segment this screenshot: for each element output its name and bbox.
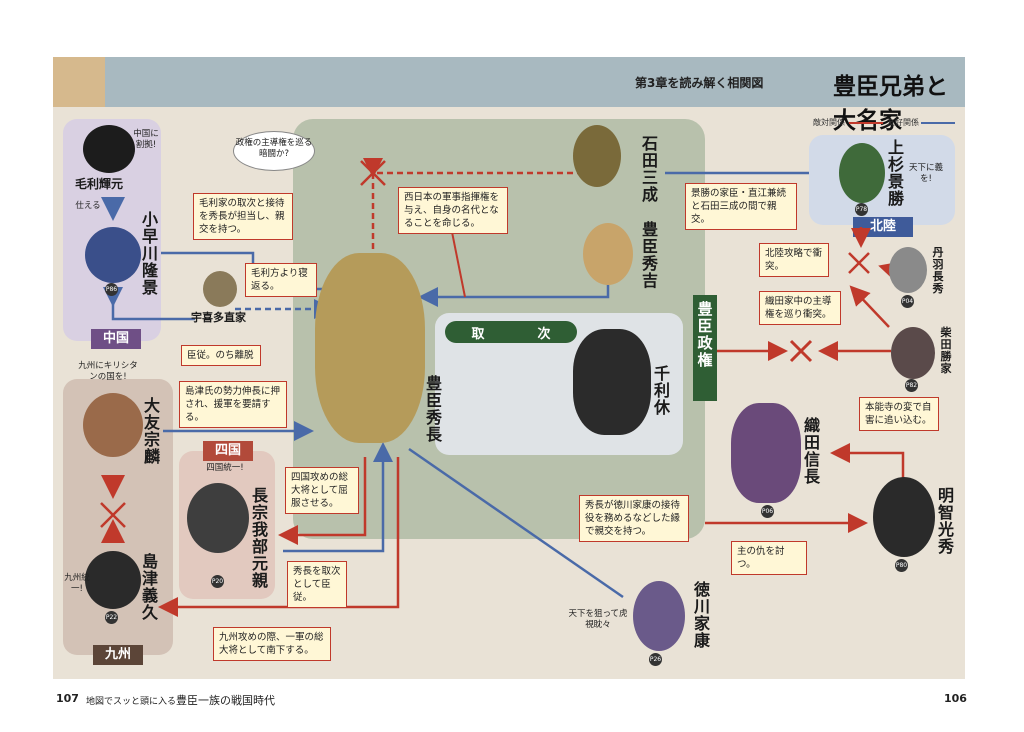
thought-terumoto: 中国に割拠! xyxy=(133,129,159,150)
footer-book: 地図でスッと頭に入る xyxy=(86,697,177,707)
diagram-page: 第3章を読み解く相関図 豊臣兄弟と大名家 敵対関係 友好関係 取 次 豊臣政権 … xyxy=(53,57,965,679)
name-hideyoshi: 豊臣秀吉 xyxy=(641,220,658,290)
portrait-katsuie xyxy=(891,327,935,379)
thought-yoshihisa: 九州統一! xyxy=(64,573,90,594)
callout-kagekatsu-friend: 景勝の家臣・直江兼続と石田三成の間で親交。 xyxy=(685,183,797,230)
callout-oda-struggle: 織田家中の主導権を巡り衝突。 xyxy=(759,291,841,325)
portrait-hideyoshi xyxy=(583,223,633,285)
legend-friendly-line xyxy=(921,122,955,124)
name-mitsunari: 石田三成 xyxy=(641,134,658,204)
portrait-hidenaga xyxy=(315,253,425,443)
portrait-yoshihisa xyxy=(85,551,141,609)
portrait-ieyasu xyxy=(633,581,685,651)
ref-mitsuhide: P80 xyxy=(895,559,908,572)
cross-oda xyxy=(789,339,813,363)
line-hideyoshi-hidenaga xyxy=(418,281,610,307)
ref-motochika: P20 xyxy=(211,575,224,588)
callout-naoie-retainer: 臣従。のち離脱 xyxy=(181,345,261,366)
footer-right-page: 106 xyxy=(944,692,967,705)
footer-chapter: 豊臣一族の戦国時代 xyxy=(176,694,275,707)
toyotomi-government-banner: 豊臣政権 xyxy=(693,295,717,401)
name-nagahide: 丹羽長秀 xyxy=(932,246,944,295)
portrait-nobunaga xyxy=(731,403,801,503)
region-chugoku: 中国 xyxy=(91,329,141,349)
callout-shikoku-general: 四国攻めの総大将として屈服させる。 xyxy=(285,467,359,514)
callout-revenge: 主の仇を討つ。 xyxy=(731,541,807,575)
thought-kagekatsu: 天下に義を! xyxy=(909,163,944,184)
ref-takakage: P86 xyxy=(105,283,118,296)
name-yoshihisa: 島津義久 xyxy=(141,552,158,622)
thought-sorin: 九州にキリシタンの国を! xyxy=(78,361,138,382)
name-naoie: 宇喜多直家 xyxy=(191,311,246,324)
thought-ieyasu: 天下を狙って虎視眈々 xyxy=(568,609,628,630)
ref-katsuie: P82 xyxy=(905,379,918,392)
callout-mori-toritsugi: 毛利家の取次と接待を秀長が担当し、親交を持つ。 xyxy=(193,193,293,240)
line-kyushu-campaign xyxy=(158,457,400,617)
portrait-mitsuhide xyxy=(873,477,935,557)
name-kagekatsu: 上杉景勝 xyxy=(887,138,904,208)
callout-ieyasu-host: 秀長が徳川家康の接待役を務めるなどした縁で親交を持つ。 xyxy=(579,495,689,542)
name-terumoto: 毛利輝元 xyxy=(75,177,124,191)
legend-hostile-label: 敵対関係 xyxy=(813,118,845,127)
thought-motochika: 四国統一! xyxy=(206,463,244,473)
callout-west-japan: 西日本の軍事指揮権を与え、自身の名代となることを命じる。 xyxy=(398,187,508,234)
portrait-terumoto xyxy=(83,125,135,173)
label-serve: 仕える xyxy=(75,201,101,211)
relationship-lines xyxy=(100,158,905,617)
portrait-nagahide xyxy=(889,247,927,293)
header-subtitle: 第3章を読み解く相関図 xyxy=(635,76,764,90)
name-sorin: 大友宗麟 xyxy=(143,396,160,466)
portrait-motochika xyxy=(187,483,249,553)
line-naoie-retainer xyxy=(103,287,195,321)
name-motochika: 長宗我部元親 xyxy=(251,486,268,590)
name-ieyasu: 徳川家康 xyxy=(693,580,710,650)
header-title: 豊臣兄弟と大名家 xyxy=(833,74,948,134)
line-hidenaga-shikoku xyxy=(278,457,367,545)
callout-kyushu-campaign: 九州攻めの際、一軍の総大将として南下する。 xyxy=(213,627,331,661)
callout-motochika-submit: 秀長を取次として臣従。 xyxy=(287,561,347,608)
header-tab xyxy=(53,57,105,107)
cross-hegemony xyxy=(360,160,386,186)
header-bar: 第3章を読み解く相関図 豊臣兄弟と大名家 xyxy=(105,57,965,134)
footer-left-page: 107 xyxy=(56,692,79,705)
name-takakage: 小早川隆景 xyxy=(141,210,158,297)
name-nobunaga: 織田信長 xyxy=(803,416,820,486)
toritsugi-label: 取 次 xyxy=(445,321,577,343)
callout-naoie-defect: 毛利方より寝返る。 xyxy=(245,263,317,297)
region-shikoku: 四国 xyxy=(203,441,253,461)
line-honnoji xyxy=(830,443,905,483)
name-mitsuhide: 明智光秀 xyxy=(937,486,954,556)
ref-nagahide: P04 xyxy=(901,295,914,308)
toritsugi-char-2: 次 xyxy=(537,326,551,342)
legend-friendly-label: 友好関係 xyxy=(887,118,919,127)
callout-hokuriku: 北陸攻略で衝突。 xyxy=(759,243,829,277)
line-hidenaga-ieyasu xyxy=(408,447,624,599)
toritsugi-char-1: 取 xyxy=(471,326,485,342)
name-hidenaga: 豊臣秀長 xyxy=(425,374,442,444)
name-katsuie: 柴田勝家 xyxy=(940,326,952,375)
portrait-mitsunari xyxy=(573,125,621,187)
region-kyushu: 九州 xyxy=(93,645,143,665)
ref-yoshihisa: P22 xyxy=(105,611,118,624)
line-motochika-submit xyxy=(283,442,393,553)
line-katsuie-hokuriku xyxy=(849,285,890,328)
portrait-sorin xyxy=(83,393,143,457)
ref-kagekatsu: P78 xyxy=(855,203,868,216)
portrait-rikyu xyxy=(573,329,651,435)
cross-kyushu xyxy=(100,502,126,528)
ref-ieyasu: P26 xyxy=(649,653,662,666)
portrait-naoie xyxy=(203,271,237,307)
ref-nobunaga: P06 xyxy=(761,505,774,518)
legend-hostile-line xyxy=(849,122,883,124)
callout-otomo-request: 島津氏の勢力伸長に押され、援軍を要請する。 xyxy=(179,381,287,428)
cross-hokuriku xyxy=(848,252,870,274)
callout-honnoji: 本能寺の変で自害に追い込む。 xyxy=(859,397,939,431)
portrait-takakage xyxy=(85,227,141,283)
thought-hegemony: 政権の主導権を巡る暗闘か? xyxy=(233,131,315,171)
name-rikyu: 千利休 xyxy=(653,364,670,417)
portrait-kagekatsu xyxy=(839,143,885,203)
